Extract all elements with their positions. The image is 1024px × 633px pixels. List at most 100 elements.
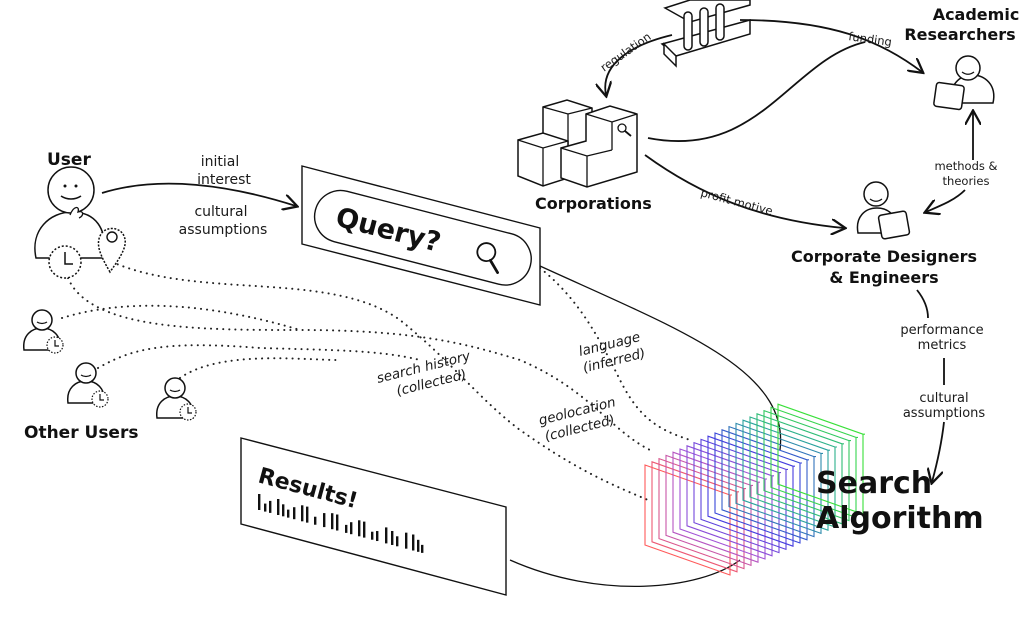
result-bar [345, 524, 348, 533]
cube-layer [742, 419, 830, 531]
result-bar [336, 514, 339, 531]
other-user-3 [156, 377, 197, 421]
government-building-icon [660, 0, 751, 68]
result-bar [391, 530, 394, 545]
data-collection-lines [61, 261, 691, 501]
label-geolocation-group: geolocation (collected) [537, 394, 617, 445]
corporation-blocks-icon [517, 99, 638, 188]
cube-layer [665, 454, 753, 567]
result-bar [306, 506, 309, 523]
other-users-group: Other Users [23, 309, 197, 443]
result-bar [287, 509, 290, 518]
label-funding: funding [848, 29, 893, 49]
user-figure: User [34, 150, 126, 279]
other-user-2-line [97, 344, 421, 369]
label-assumptions-right: assumptions [903, 406, 986, 421]
result-bar [396, 536, 399, 547]
result-bar [323, 513, 326, 528]
query-box: Query? [301, 165, 541, 306]
cube-layer [756, 413, 844, 525]
cube-layer [700, 438, 788, 551]
cube-layer [721, 429, 809, 541]
other-user-1-line [61, 304, 301, 331]
academic-title-line1: Academic [933, 5, 1020, 24]
cube-layer [651, 461, 739, 573]
search-bar [313, 189, 532, 286]
result-bar [350, 522, 353, 535]
results-box: Results! [240, 437, 507, 596]
label-assumptions: assumptions [179, 222, 268, 238]
result-bar [405, 532, 408, 549]
other-user-3-line [179, 357, 341, 379]
label-interest: interest [197, 172, 251, 188]
algorithm-title-line1: Search [816, 466, 932, 501]
user-title: User [47, 150, 91, 170]
laptop-icon [933, 81, 965, 111]
other-user-1 [23, 309, 64, 354]
algorithm-cube-icon [644, 403, 865, 576]
result-bar [417, 539, 420, 552]
cube-layer [763, 409, 851, 522]
academic-title-line2: Researchers [904, 25, 1015, 44]
search-icon [617, 123, 627, 133]
result-bar [331, 513, 334, 530]
algorithm-to-results-line [509, 559, 741, 587]
laptop-icon [877, 210, 911, 240]
theories-down-arrow [926, 189, 966, 212]
result-bar [376, 531, 379, 542]
label-metrics: metrics [918, 338, 967, 353]
cube-layer [714, 432, 802, 544]
label-search-history-group: search history (collected) [375, 348, 473, 400]
result-bar [363, 521, 366, 538]
label-profit-motive: profit motive [699, 185, 774, 218]
regulation-arrow [605, 34, 673, 95]
label-language-group: language (inferred) [577, 329, 647, 376]
profit-motive-arrow [644, 154, 844, 228]
cube-layer [644, 464, 732, 576]
result-bar [282, 504, 285, 517]
designers-to-metrics-line [916, 289, 929, 319]
other-user-2 [67, 362, 109, 408]
designers-title-line2: & Engineers [829, 268, 938, 287]
result-bar [269, 500, 272, 513]
result-bar [301, 505, 304, 522]
cube-layer [735, 422, 823, 535]
result-bar [385, 527, 388, 544]
corporate-designer-figure [856, 181, 911, 240]
result-bar [293, 507, 296, 520]
assumptions-to-algorithm-arrow [932, 421, 945, 482]
label-cultural: cultural [194, 204, 247, 220]
other-users-title: Other Users [24, 423, 138, 443]
label-cultural-right: cultural [919, 391, 968, 406]
search-icon [476, 242, 499, 274]
corporations-to-funding-curve [647, 41, 866, 142]
label-initial: initial [201, 154, 240, 170]
result-bar [314, 516, 317, 525]
label-performance: performance [900, 323, 983, 338]
cube-layer [686, 445, 774, 557]
result-bar [412, 534, 415, 551]
cube-layer [672, 451, 760, 563]
corporations-title: Corporations [535, 194, 652, 213]
cube-layer [707, 435, 795, 547]
result-bar [277, 498, 280, 515]
cube-layer [749, 416, 837, 528]
academic-researcher-figure [933, 55, 995, 111]
label-theories: theories [943, 174, 990, 188]
result-bar [258, 494, 261, 510]
cube-layer [658, 457, 746, 570]
algorithm-title-line2: Algorithm [816, 501, 984, 536]
cube-layer [679, 448, 767, 560]
result-bar [264, 503, 267, 512]
search-history-line [67, 277, 651, 451]
result-bar [421, 544, 424, 553]
user-to-query-arrow [101, 182, 296, 206]
result-bar [358, 520, 361, 537]
result-bars [258, 494, 424, 553]
results-panel [240, 437, 507, 596]
label-regulation: regulation [598, 29, 654, 74]
cube-layer [728, 425, 816, 538]
cube-layer [770, 406, 858, 519]
location-pin-icon [97, 227, 126, 274]
